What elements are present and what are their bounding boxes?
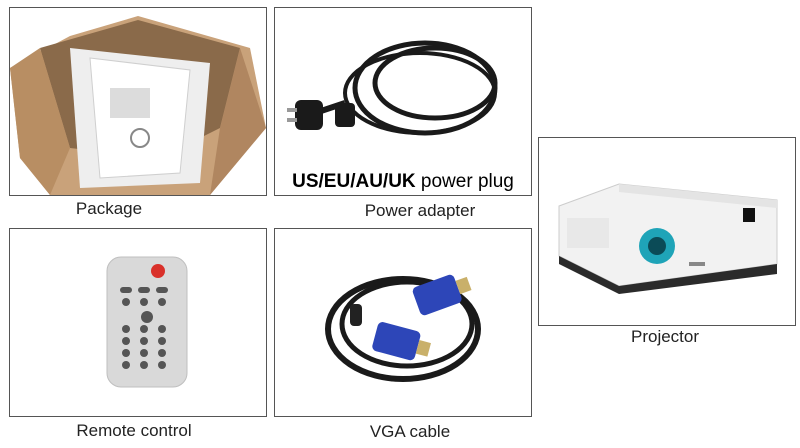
projector-caption: Projector bbox=[630, 327, 700, 346]
power-cord-icon bbox=[287, 40, 498, 136]
projector-panel bbox=[538, 137, 796, 326]
vga-cable-panel bbox=[274, 228, 532, 417]
remote-control-icon bbox=[106, 256, 188, 388]
remote-control-panel bbox=[9, 228, 267, 417]
projector-icon bbox=[558, 183, 778, 294]
box-package-icon bbox=[10, 16, 266, 195]
vga-cable-icon bbox=[325, 274, 481, 382]
power-adapter-caption: Power adapter bbox=[364, 201, 476, 220]
package-caption: Package bbox=[75, 199, 143, 218]
power-adapter-panel: US/EU/AU/UK power plug bbox=[274, 7, 532, 196]
package-panel bbox=[9, 7, 267, 196]
remote-control-caption: Remote control bbox=[76, 421, 192, 440]
vga-cable-caption: VGA cable bbox=[369, 422, 451, 441]
power-plug-overlay-text: US/EU/AU/UK power plug bbox=[292, 171, 514, 192]
